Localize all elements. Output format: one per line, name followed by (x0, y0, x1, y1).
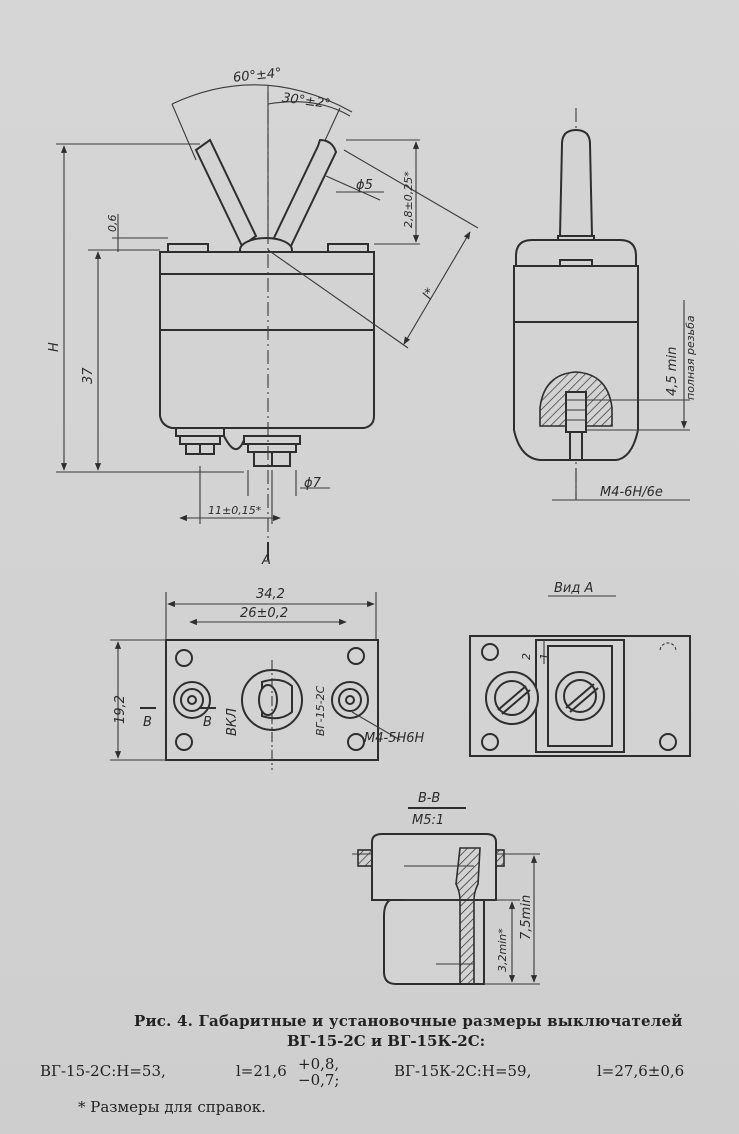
side-view-drawing (513, 108, 690, 501)
technical-drawings: 60°±4° 30°±2° 0,6 H 37 ϕ5 2,8±0,25* l* ϕ… (47, 66, 697, 985)
formula-vg15-tolerance: +0,8, −0,7; (298, 1056, 339, 1088)
section-bb-drawing (352, 807, 540, 985)
dim-angle-outer: 60°±4° (232, 66, 282, 86)
dim-34-2: 34,2 (256, 587, 285, 602)
section-bb-scale: М5:1 (412, 813, 444, 828)
caption-line-1: Рис. 4. Габаритные и установочные размер… (134, 1012, 683, 1030)
formula-vg15-l: l=21,6 (236, 1062, 287, 1080)
dim-11: 11±0,15* (208, 504, 262, 517)
dim-angle-inner: 30°±2° (281, 91, 331, 113)
dim-26: 26±0,2 (240, 606, 288, 621)
dim-37: 37 (81, 367, 96, 384)
label-model: ВГ-15-2С (314, 685, 327, 736)
section-bb-labels: B-B М5:1 3,2min* 7,5min (412, 791, 534, 972)
lever-left (194, 138, 258, 248)
section-sleeve-hatched (455, 847, 481, 985)
angle-arc-outer (171, 84, 353, 113)
dim-l: l* (420, 285, 438, 301)
caption-line-2: ВГ-15-2С и ВГ-15К-2С: (287, 1032, 486, 1050)
top-view-drawing (56, 84, 479, 560)
note-full-thread: полная резьба (684, 315, 697, 400)
side-view-labels: 4,5 min полная резьба М4-6Н/6е (600, 315, 697, 500)
dim-phi5: ϕ5 (356, 178, 373, 193)
formula-vg15k-l: l=27,6±0,6 (597, 1062, 685, 1080)
dim-4-5: 4,5 min (665, 347, 680, 396)
top-view-labels: 60°±4° 30°±2° 0,6 H 37 ϕ5 2,8±0,25* l* ϕ… (47, 66, 439, 568)
label-on: ВКЛ (225, 708, 240, 736)
section-mark-left: B (143, 715, 152, 730)
side-lever (558, 128, 594, 237)
formula-vg15k-h: ВГ-15К-2С:Н=59, (394, 1062, 532, 1080)
switch-body (159, 273, 375, 429)
tolerance-lower: −0,7; (298, 1071, 340, 1089)
side-cap (515, 239, 637, 267)
dim-3-2: 3,2min* (496, 928, 509, 972)
angle-arc-inner (267, 101, 351, 117)
view-a-mark-1: 1 (538, 653, 551, 660)
thread-label-side: М4-6Н/6е (600, 485, 663, 500)
section-body-lower (383, 899, 485, 985)
front-view-labels: 34,2 26±0,2 19,2 B B ВКЛ ВГ-15-2С М4-5Н6… (113, 587, 424, 746)
dim-2-8: 2,8±0,25* (402, 171, 415, 228)
section-mark-right: B (203, 715, 212, 730)
dim-phi7: ϕ7 (304, 476, 322, 491)
view-marker-a: A (261, 553, 271, 568)
reference-note: * Размеры для справок. (78, 1098, 266, 1116)
section-bb-title: B-B (418, 791, 440, 806)
dim-7-5: 7,5min (519, 895, 534, 940)
tolerance-upper: +0,8, (298, 1055, 340, 1073)
view-a-mark-2: 2 (520, 653, 533, 660)
switch-cap (159, 251, 375, 275)
thread-label-front: М4-5Н6Н (364, 731, 424, 746)
view-a-labels: Вид А 2 1 (520, 581, 593, 660)
dim-gap: 0,6 (106, 215, 119, 233)
lever-right (270, 138, 338, 250)
view-a-title: Вид А (554, 581, 593, 596)
view-a-drawing (469, 595, 691, 757)
dim-height: H (47, 342, 62, 352)
formula-vg15-h: ВГ-15-2С:Н=53, (40, 1062, 166, 1080)
front-view-drawing (110, 592, 401, 770)
dim-19-2: 19,2 (113, 695, 128, 724)
